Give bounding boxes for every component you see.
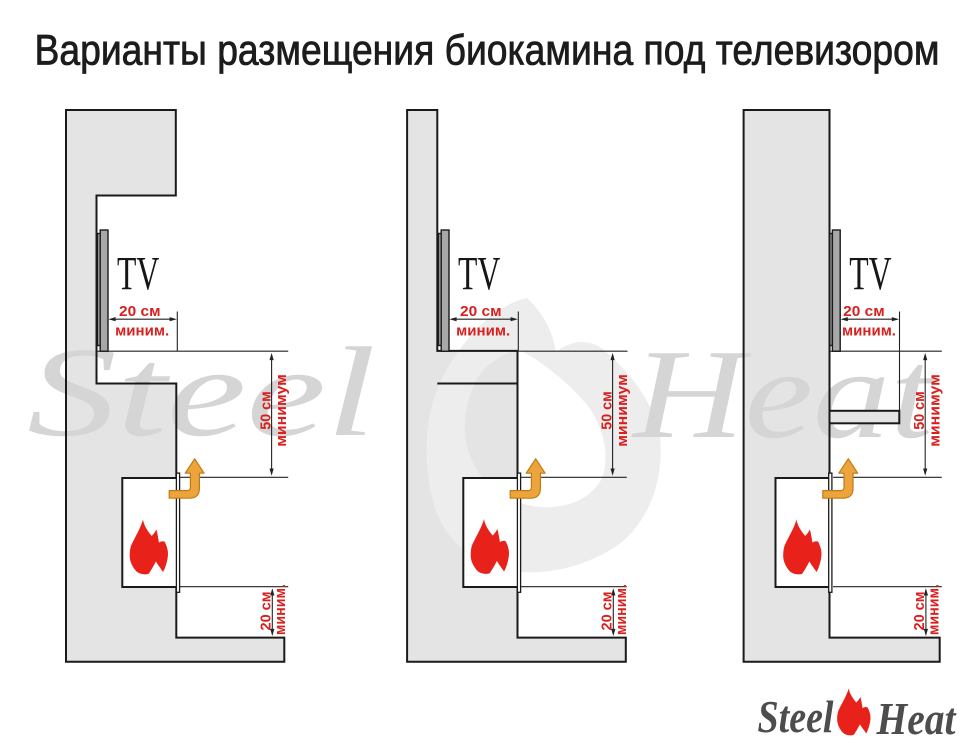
svg-text:минимум: минимум	[927, 374, 944, 447]
svg-text:20 см: 20 см	[257, 592, 274, 631]
svg-text:минимум: минимум	[614, 374, 631, 447]
svg-text:Steel: Steel	[758, 691, 834, 742]
svg-text:Варианты размещения биокамина: Варианты размещения биокамина под телеви…	[35, 27, 940, 75]
svg-text:TV: TV	[117, 247, 160, 300]
svg-text:50 см: 50 см	[598, 391, 615, 430]
svg-text:Heat: Heat	[631, 323, 938, 465]
svg-text:TV: TV	[849, 247, 892, 300]
svg-text:20 см: 20 см	[843, 303, 885, 320]
svg-text:20 см: 20 см	[460, 303, 502, 320]
svg-text:20 см: 20 см	[598, 592, 615, 631]
svg-text:Heat: Heat	[876, 693, 957, 744]
svg-text:миним.: миним.	[842, 323, 896, 340]
svg-text:TV: TV	[458, 247, 501, 300]
svg-text:миним.: миним.	[613, 584, 630, 635]
svg-text:50 см: 50 см	[257, 391, 274, 430]
svg-text:Steel: Steel	[27, 321, 376, 463]
svg-text:минимум: минимум	[273, 374, 290, 447]
svg-text:миним.: миним.	[456, 323, 510, 340]
svg-text:миним.: миним.	[272, 584, 289, 635]
svg-text:миним.: миним.	[115, 323, 169, 340]
svg-text:50 см: 50 см	[911, 391, 928, 430]
svg-text:миним.: миним.	[926, 584, 943, 635]
svg-text:20 см: 20 см	[119, 303, 161, 320]
svg-text:20 см: 20 см	[911, 592, 928, 631]
